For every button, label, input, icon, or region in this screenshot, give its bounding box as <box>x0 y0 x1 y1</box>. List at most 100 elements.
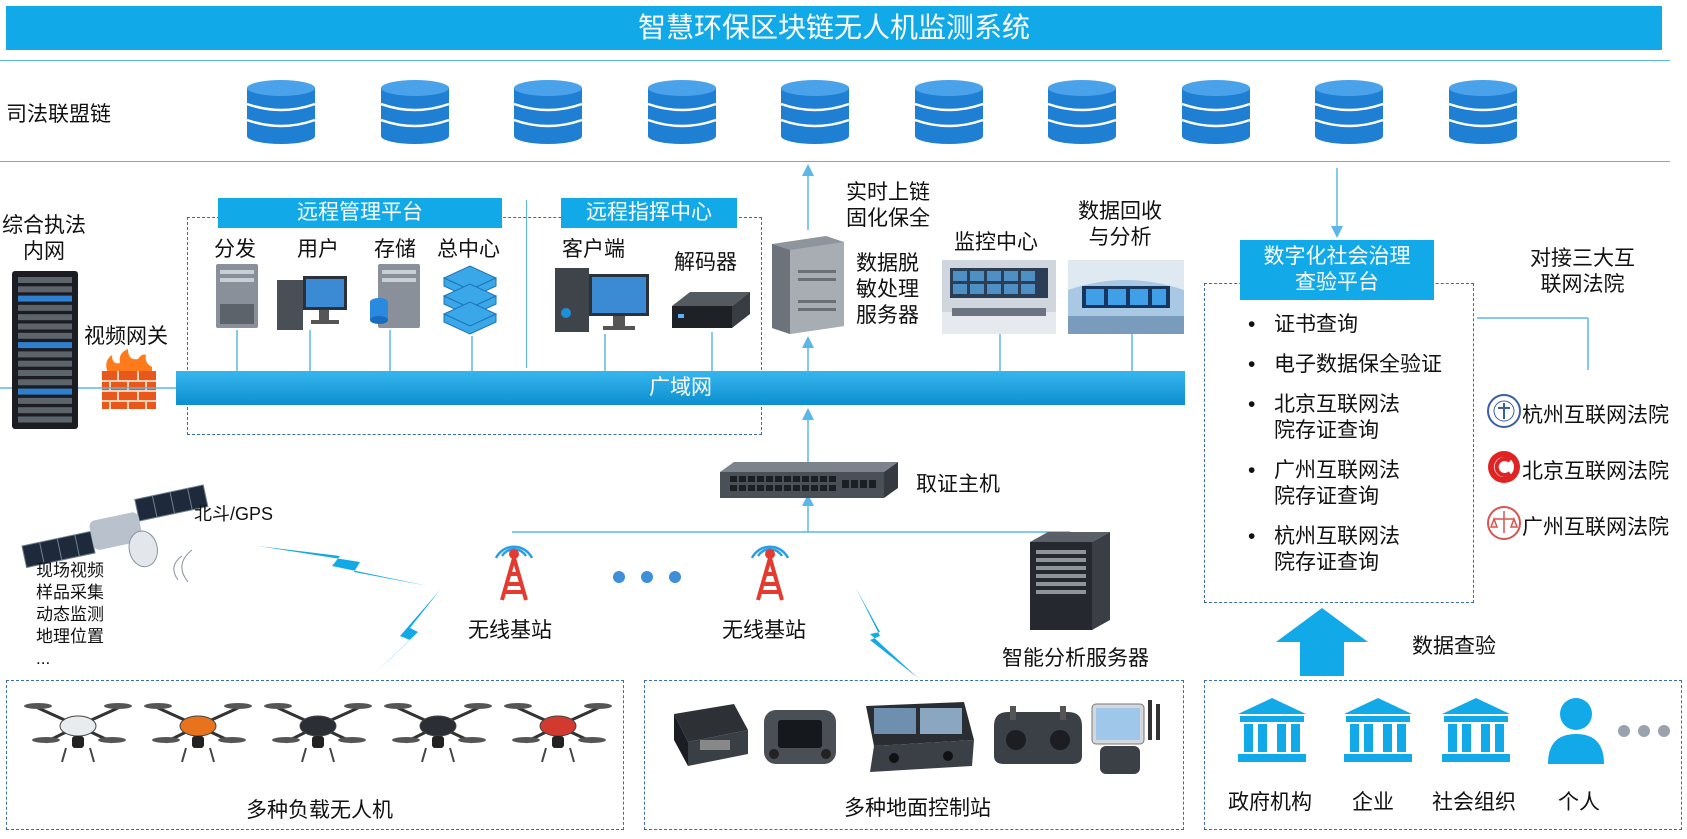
user-label: 用户 <box>297 238 339 261</box>
realtime-chain-label: 实时上链 固化保全 <box>846 181 930 230</box>
divider <box>0 60 1670 61</box>
database-icon <box>513 80 583 144</box>
beidou-gps-label: 北斗/GPS <box>194 504 274 524</box>
up-arrow-icon <box>1276 608 1368 681</box>
court-emblem-icon <box>1486 505 1522 546</box>
drone-icon <box>504 703 612 763</box>
database-icon <box>246 80 316 144</box>
court-name: 北京互联网法院 <box>1522 460 1669 483</box>
drone-icon <box>264 703 372 763</box>
monitor-center-label: 监控中心 <box>954 231 1038 254</box>
server-tower-icon <box>212 262 262 335</box>
institution-icon <box>1442 698 1510 762</box>
analysis-room-image <box>1068 260 1184 334</box>
list-item: 杭州互联网法 院存证查询 <box>1246 524 1466 576</box>
function-item: 现场视频 <box>36 561 104 580</box>
network-switch-icon <box>720 462 898 505</box>
courts-header: 对接三大互 联网法院 <box>1530 247 1635 296</box>
monitor-room-image <box>942 260 1056 334</box>
base-station-label: 无线基站 <box>722 619 806 642</box>
distribution-label: 分发 <box>214 238 256 261</box>
list-item: 电子数据保全验证 <box>1246 352 1466 378</box>
tower-server-icon <box>1030 532 1112 637</box>
governance-list: 证书查询 电子数据保全验证 北京互联网法 院存证查询 广州互联网法 院存证查询 … <box>1246 312 1466 590</box>
remote-controller-icon <box>762 708 838 771</box>
smart-server-label: 智能分析服务器 <box>1002 647 1149 670</box>
desensitize-server-label: 数据脱 敏处理 服务器 <box>856 252 919 327</box>
database-icon <box>1448 80 1517 144</box>
remote-management-header: 远程管理平台 <box>218 198 502 228</box>
lightning-icon <box>856 588 918 678</box>
function-item: 地理位置 <box>36 627 104 646</box>
control-station-icon <box>860 700 978 779</box>
database-icon <box>780 80 850 144</box>
headquarters-label: 总中心 <box>437 238 500 261</box>
court-emblem-icon <box>1486 393 1522 434</box>
governance-header: 数字化社会治理 查验平台 <box>1240 240 1434 300</box>
institution-icon <box>1344 698 1412 762</box>
uav-group-box <box>6 680 624 830</box>
uav-group-label: 多种负载无人机 <box>246 799 393 822</box>
firewall-icon <box>98 349 160 409</box>
joystick-controller-icon <box>990 706 1086 773</box>
court-name: 杭州互联网法院 <box>1522 404 1669 427</box>
remote-command-header: 远程指挥中心 <box>561 198 737 228</box>
ellipsis-icon <box>1618 725 1670 737</box>
institution-icon <box>1238 698 1306 762</box>
database-icon <box>1314 80 1384 144</box>
ground-control-box <box>644 680 1184 830</box>
court-name: 广州互联网法院 <box>1522 516 1669 539</box>
user-type-label: 政府机构 <box>1228 791 1312 814</box>
list-item: 北京互联网法 院存证查询 <box>1246 392 1466 444</box>
judicial-chain-label: 司法联盟链 <box>6 103 111 126</box>
wan-bar: 广域网 <box>176 371 1185 405</box>
video-gateway-label: 视频网关 <box>84 325 168 348</box>
user-icons-row <box>1236 696 1670 770</box>
drone-row <box>24 690 612 770</box>
cell-tower-icon <box>492 532 536 607</box>
database-icon <box>380 80 449 144</box>
database-icon <box>647 80 716 144</box>
users-group-box <box>1204 680 1682 830</box>
satellite-icon <box>21 484 212 591</box>
user-type-label: 个人 <box>1558 791 1600 814</box>
user-type-label: 社会组织 <box>1432 791 1516 814</box>
database-icon <box>914 80 983 144</box>
enforcement-network-label: 综合执法 内网 <box>2 214 86 263</box>
court-emblem-icon <box>1486 449 1522 490</box>
drone-icon <box>384 703 492 763</box>
divider <box>526 200 527 368</box>
control-case-icon <box>664 700 750 775</box>
divider <box>0 161 1670 162</box>
blockchain-nodes <box>245 80 1545 150</box>
lightning-icon <box>258 546 428 586</box>
storage-server-icon <box>368 262 424 335</box>
server-stack-icon <box>440 262 502 341</box>
lightning-icon <box>372 590 440 676</box>
person-icon <box>1548 698 1604 764</box>
page-title: 智慧环保区块链无人机监测系统 <box>6 6 1662 50</box>
function-item: 动态监测 <box>36 605 104 624</box>
storage-label: 存储 <box>374 238 416 261</box>
cell-tower-icon <box>748 532 792 607</box>
drone-icon <box>24 703 132 763</box>
evidence-host-label: 取证主机 <box>916 473 1000 496</box>
desktop-computer-icon <box>277 272 349 337</box>
data-check-label: 数据查验 <box>1412 635 1496 658</box>
list-item: 广州互联网法 院存证查询 <box>1246 458 1466 510</box>
drone-icon <box>144 703 252 763</box>
base-station-label: 无线基站 <box>468 619 552 642</box>
client-computer-icon <box>555 262 651 339</box>
decoder-label: 解码器 <box>674 251 737 274</box>
satellite-functions: 现场视频 样品采集 动态监测 地理位置 ... <box>36 560 104 670</box>
tablet-controller-icon <box>1086 700 1160 781</box>
ellipsis-icon <box>612 570 684 589</box>
decoder-device-icon <box>668 286 752 337</box>
server-rack-icon <box>12 271 78 429</box>
ground-group-label: 多种地面控制站 <box>844 797 991 820</box>
database-icon <box>1047 80 1117 144</box>
function-item: ... <box>36 649 51 668</box>
database-icon <box>1181 80 1250 144</box>
